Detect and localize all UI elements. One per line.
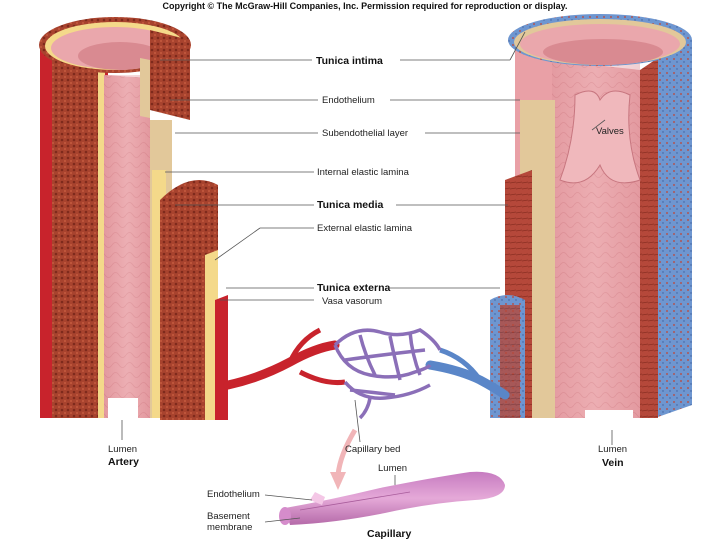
label-vasa-vasorum: Vasa vasorum	[322, 296, 382, 307]
label-capillary: Capillary	[367, 528, 412, 540]
label-tunica-externa: Tunica externa	[317, 282, 390, 294]
capillary-illustration	[279, 472, 505, 525]
vein-tunica-externa	[655, 40, 692, 418]
label-basement-membrane-2: membrane	[207, 522, 252, 533]
label-external-elastic-lamina: External elastic lamina	[317, 223, 413, 234]
label-lumen-capillary: Lumen	[378, 463, 407, 474]
label-endothelium: Endothelium	[322, 95, 375, 106]
label-lumen-artery: Lumen	[108, 444, 137, 455]
artery-illustration	[39, 17, 228, 426]
vein-illustration	[490, 14, 692, 438]
label-lumen-vein: Lumen	[598, 444, 627, 455]
label-vein: Vein	[602, 457, 624, 469]
label-tunica-intima: Tunica intima	[316, 55, 383, 67]
label-subendothelial-layer: Subendothelial layer	[322, 128, 408, 139]
label-endothelium-capillary: Endothelium	[207, 489, 260, 500]
artery-tunica-media	[52, 52, 100, 418]
artery-lumen-marker	[108, 398, 138, 426]
label-internal-elastic-lamina: Internal elastic lamina	[317, 167, 410, 178]
label-basement-membrane-1: Basement	[207, 511, 250, 522]
copyright-text: Copyright © The McGraw-Hill Companies, I…	[162, 1, 567, 11]
label-capillary-bed: Capillary bed	[345, 444, 400, 455]
label-tunica-media: Tunica media	[317, 199, 383, 211]
capillary-bed-illustration	[228, 330, 505, 490]
vein-lumen-marker	[585, 410, 633, 438]
label-valves: Valves	[596, 126, 624, 137]
label-artery: Artery	[108, 456, 139, 468]
